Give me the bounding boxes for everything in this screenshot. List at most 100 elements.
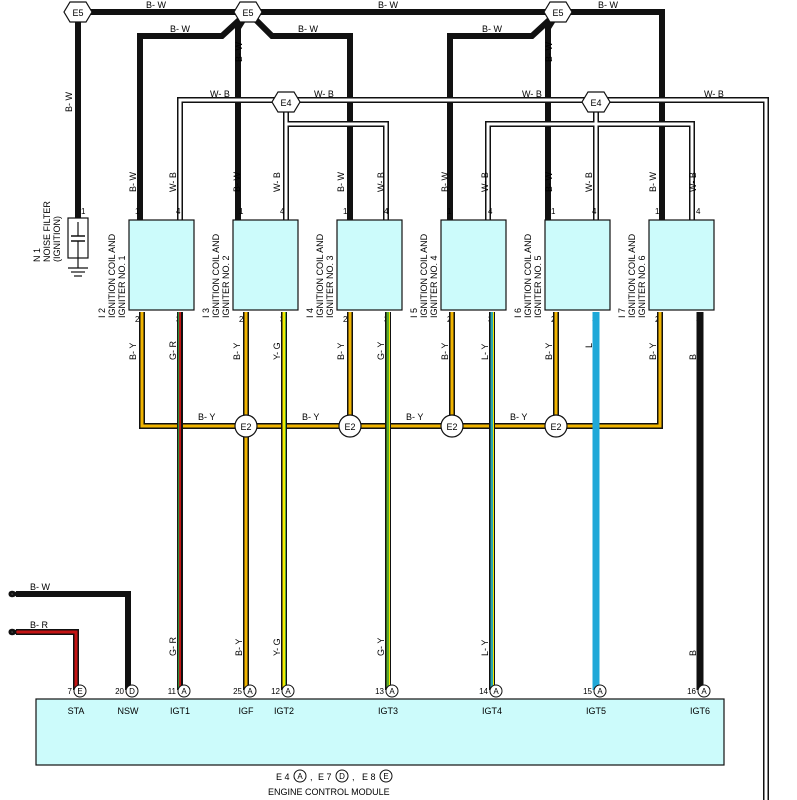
- coil-wire-2-label: B- Y: [544, 343, 554, 360]
- coil-wire-2-label: B- Y: [232, 343, 242, 360]
- e2-connector-3: E2: [440, 414, 464, 438]
- coil-wire-4-label: W- B: [688, 172, 698, 192]
- terminal-wire-label: B: [688, 650, 698, 656]
- coil-wire-3-label: L: [584, 343, 594, 348]
- coil-body: [128, 219, 195, 311]
- terminal-connector-icon: [385, 684, 399, 698]
- svg-text:E4: E4: [280, 98, 291, 108]
- coil-pin-1: 1: [135, 207, 140, 216]
- coil-name-line1: IGNITION COIL AND: [627, 233, 637, 318]
- coil-body: [544, 219, 611, 311]
- terminal-conn: A: [493, 687, 499, 696]
- terminal-pin: 11: [168, 687, 177, 696]
- coil-wire-3-label: G- R: [168, 341, 178, 360]
- terminal-wire-label: B- Y: [234, 639, 244, 656]
- coil-pin-2: 2: [239, 315, 244, 324]
- coil-name-line2: IGNITER NO. 4: [429, 255, 439, 318]
- bw-power-wires: [75, 9, 665, 220]
- igt-signal-wires: [177, 312, 704, 690]
- coil-wire-3-label: Y- G: [272, 342, 282, 360]
- coil-pin-4: 4: [696, 207, 701, 216]
- wb-power-wires: [177, 97, 769, 800]
- coil-pin-1: 1: [447, 207, 452, 216]
- coil-pin-4: 4: [488, 207, 493, 216]
- coil-wire-1-label: B- W: [648, 171, 658, 192]
- terminal-conn: A: [701, 687, 707, 696]
- coil-wire-2-label: B- Y: [128, 343, 138, 360]
- e2-connector-4: E2: [544, 414, 568, 438]
- coil-name-line1: IGNITION COIL AND: [419, 233, 429, 318]
- e2-wire-label-3: B- Y: [406, 412, 423, 422]
- terminal-name: IGT3: [378, 706, 398, 716]
- ecm-conn2-ref: E 7: [318, 772, 332, 782]
- bw-coil3-feed: [245, 9, 353, 220]
- bw-top-label-5: B- W: [298, 24, 319, 34]
- coil-body: [336, 219, 403, 311]
- coil-pin-4: 4: [592, 207, 597, 216]
- coil-name-line1: IGNITION COIL AND: [315, 233, 325, 318]
- coil-wire-3-label: L- Y: [480, 344, 490, 360]
- noise-filter-pin: 1: [81, 207, 86, 216]
- coil-wire-1-label: B- W: [128, 171, 138, 192]
- svg-text:E5: E5: [552, 8, 563, 18]
- coil-wire-2-label: B- Y: [440, 343, 450, 360]
- coil-pin-2: 2: [135, 315, 140, 324]
- coil-pin-4: 4: [384, 207, 389, 216]
- bw-top-label-8: B- W: [544, 41, 554, 62]
- terminal-wire-label: G- R: [168, 637, 178, 656]
- coil-ref: I 6: [513, 308, 523, 318]
- terminal-conn: D: [129, 687, 135, 696]
- e2-ground-bus: [139, 312, 663, 690]
- terminal-connector-icon: [73, 684, 87, 698]
- terminal-conn: A: [247, 687, 253, 696]
- terminal-name: IGT6: [690, 706, 710, 716]
- coil-pin-2: 2: [343, 315, 348, 324]
- coil-wire-1-label: B- W: [232, 171, 242, 192]
- coil-wire-2-label: B- Y: [336, 343, 346, 360]
- wb-top-label-4: W- B: [704, 89, 724, 99]
- coil-wire-2-label: B- Y: [648, 343, 658, 360]
- terminal-name: IGF: [239, 706, 255, 716]
- coil-body: [440, 219, 507, 311]
- coil-wire-4-label: W- B: [376, 172, 386, 192]
- e5-connector-right: E5: [543, 1, 573, 23]
- wb-top-label-1: W- B: [210, 89, 230, 99]
- coil-wire-3-label: B: [688, 354, 698, 360]
- terminal-conn: A: [181, 687, 187, 696]
- coil-wire-4-label: W- B: [480, 172, 490, 192]
- bw-top-label-3: B- W: [598, 0, 619, 10]
- ground-icon: [68, 267, 88, 277]
- e2-label: E2: [344, 422, 355, 432]
- wb-top-label-3: W- B: [522, 89, 542, 99]
- coil-name-line2: IGNITER NO. 3: [325, 255, 335, 318]
- coil-name-line2: IGNITER NO. 5: [533, 255, 543, 318]
- coil-pin-1: 1: [343, 207, 348, 216]
- terminal-connector-icon: [697, 684, 711, 698]
- coil-pin-1: 1: [551, 207, 556, 216]
- coil-name-line1: IGNITION COIL AND: [211, 233, 221, 318]
- bw-top-label-1: B- W: [146, 0, 167, 10]
- terminal-conn: A: [389, 687, 395, 696]
- terminal-name: NSW: [118, 706, 140, 716]
- terminal-wire-label: L- Y: [480, 640, 490, 656]
- e2-label: E2: [446, 422, 457, 432]
- coil-wire-4-label: W- B: [168, 172, 178, 192]
- wb-top-label-2: W- B: [314, 89, 334, 99]
- coil-name-line2: IGNITER NO. 1: [117, 255, 127, 318]
- svg-text:,: ,: [310, 772, 313, 782]
- ecm-conn1-id: A: [297, 772, 303, 781]
- noise-filter-name: NOISE FILTER: [42, 201, 52, 262]
- left-wires: B- W B- R: [8, 582, 131, 690]
- e4-connector-right: E4: [581, 91, 611, 113]
- top-connectors: E5 E5 E5 E4 E4 B- W B- W B- W B- W B- W …: [63, 0, 724, 113]
- svg-text:E4: E4: [590, 98, 601, 108]
